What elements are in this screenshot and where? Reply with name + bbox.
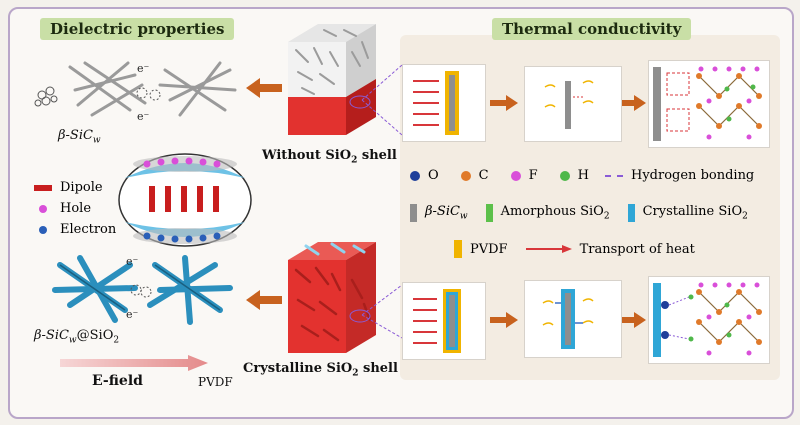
zoom-links <box>361 64 403 339</box>
beta-sic-sio2-whiskers-diagram <box>52 255 233 325</box>
electron-label-top-2: e⁻ <box>137 110 150 123</box>
arrow-bottom-1 <box>490 312 518 328</box>
top-card-2 <box>524 66 622 142</box>
fluorine-icon <box>510 170 521 181</box>
pvdf-icon <box>454 240 462 258</box>
whisker-interface-top <box>544 80 594 129</box>
molecular-structure-top <box>653 66 762 141</box>
legend-hole: Hole <box>34 201 91 216</box>
arrow-cube-top-to-left <box>246 78 282 98</box>
beta-sic-whiskers-diagram <box>34 61 237 117</box>
e-field-arrow <box>60 355 208 371</box>
arrow-top-2 <box>622 95 646 111</box>
electron-label-bottom-2: e⁻ <box>126 308 139 321</box>
amorphous-sio2-icon <box>485 204 493 222</box>
whisker-interface-bottom <box>542 289 594 349</box>
thermal-title: Thermal conductivity <box>492 18 692 40</box>
electron-label-bottom-1: e⁻ <box>126 255 139 268</box>
crystalline-sio2-icon <box>627 204 635 222</box>
atom-legend: O C F H Hydrogen bonding <box>410 168 754 183</box>
arrow-top-1 <box>490 95 518 111</box>
cube-crystalline-shell <box>288 242 376 353</box>
molecular-structure-bottom <box>653 282 762 357</box>
hydrogen-bond-icon <box>605 174 623 177</box>
cube-without-shell <box>288 24 376 135</box>
material-legend-row2: PVDF Transport of heat <box>454 240 695 258</box>
pvdf-label-bottom: PVDF <box>198 375 233 389</box>
bottom-card-2 <box>524 280 622 358</box>
carbon-icon <box>460 170 471 181</box>
dipole-zoom-circle <box>118 153 252 247</box>
legend-electron: Electron <box>34 222 116 237</box>
whisker-pvdf-bottom <box>413 289 461 353</box>
hole-icon <box>39 204 47 213</box>
top-card-3 <box>648 60 770 148</box>
sic-icon <box>410 204 417 222</box>
whisker-pvdf-top <box>413 71 459 135</box>
legend-dipole: Dipole <box>34 180 103 195</box>
arrow-cube-bottom-to-left <box>246 290 282 310</box>
heat-transport-icon <box>525 245 572 253</box>
electron-label-top-1: e⁻ <box>137 62 150 75</box>
crystalline-shell-label: Crystalline SiO2 shell <box>243 361 398 379</box>
dipole-icon <box>34 184 52 191</box>
top-card-1 <box>402 64 486 142</box>
oxygen-icon <box>410 170 420 181</box>
bottom-card-1 <box>402 282 486 360</box>
bottom-card-3 <box>648 276 770 364</box>
beta-sic-label: β-SiCw <box>58 128 101 146</box>
material-legend-row1: β-SiCw Amorphous SiO2 Crystalline SiO2 <box>410 204 748 222</box>
arrow-bottom-2 <box>622 312 646 328</box>
beta-sic-sio2-label: β-SiCw@SiO2 <box>34 328 120 346</box>
dielectric-title: Dielectric properties <box>40 18 235 40</box>
without-shell-label: Without SiO2 shell <box>262 148 397 166</box>
e-field-label: E-field <box>92 373 143 389</box>
electron-icon <box>39 225 47 234</box>
hydrogen-icon <box>559 170 570 181</box>
